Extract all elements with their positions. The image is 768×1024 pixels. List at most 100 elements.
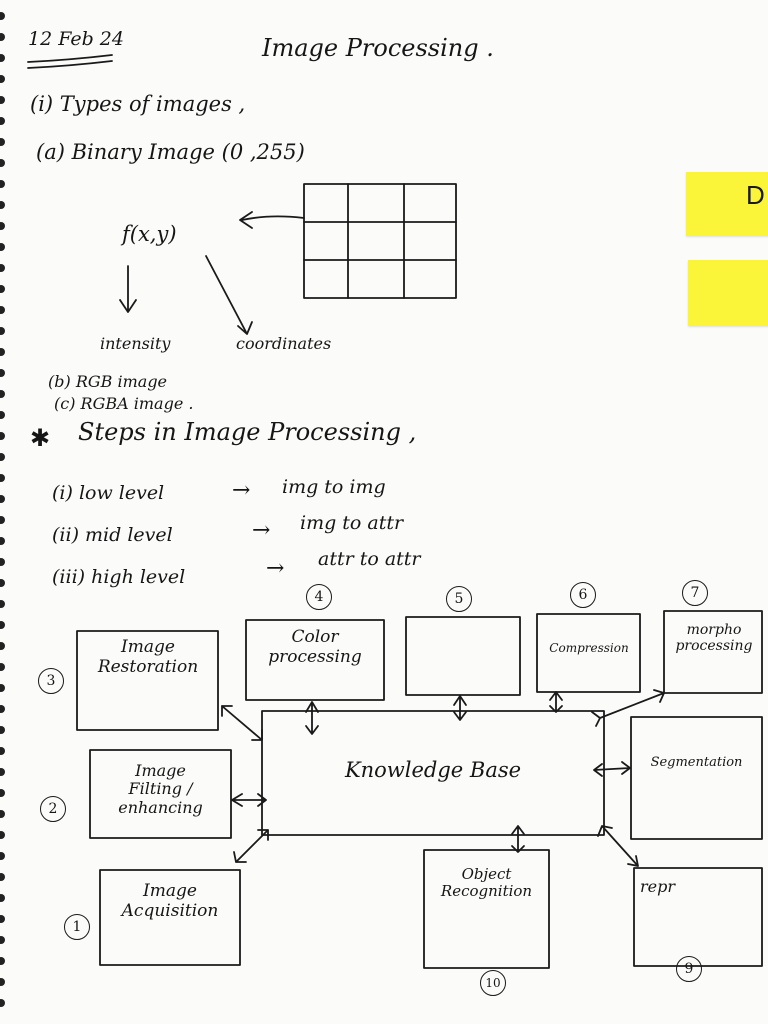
step-number: 5 bbox=[446, 586, 472, 612]
spiral-hole bbox=[0, 852, 5, 860]
arrow-segmentation bbox=[593, 761, 631, 777]
spiral-hole bbox=[0, 873, 5, 881]
box-knowledge bbox=[261, 710, 605, 836]
spiral-hole bbox=[0, 810, 5, 818]
star-bullet: ✱ bbox=[30, 424, 51, 452]
spiral-hole bbox=[0, 432, 5, 440]
spiral-hole bbox=[0, 411, 5, 419]
spiral-hole bbox=[0, 768, 5, 776]
spiral-hole bbox=[0, 705, 5, 713]
spiral-hole bbox=[0, 369, 5, 377]
spiral-hole bbox=[0, 600, 5, 608]
spiral-hole bbox=[0, 180, 5, 188]
spiral-hole bbox=[0, 327, 5, 335]
spiral-hole bbox=[0, 663, 5, 671]
arrow-acquisition bbox=[233, 829, 269, 863]
spiral-hole bbox=[0, 201, 5, 209]
coordinates-label: coordinates bbox=[236, 334, 332, 353]
steps-heading: Steps in Image Processing , bbox=[78, 418, 417, 446]
spiral-hole bbox=[0, 915, 5, 923]
intensity-arrow bbox=[119, 265, 137, 313]
spiral-hole bbox=[0, 264, 5, 272]
spiral-hole bbox=[0, 75, 5, 83]
arrow-restoration bbox=[221, 705, 263, 741]
box-filtering-label: Image Filting / enhancing bbox=[118, 761, 203, 817]
types-heading: (i) Types of images , bbox=[30, 92, 246, 116]
date-underline bbox=[27, 54, 113, 69]
spiral-hole bbox=[0, 999, 5, 1007]
spiral-hole bbox=[0, 138, 5, 146]
spiral-hole bbox=[0, 474, 5, 482]
spiral-hole bbox=[0, 33, 5, 41]
spiral-hole bbox=[0, 537, 5, 545]
arrow-repr bbox=[597, 825, 639, 867]
binary-image-line: (a) Binary Image (0 ,255) bbox=[36, 140, 305, 164]
step-number: 3 bbox=[38, 668, 64, 694]
spiral-hole bbox=[0, 306, 5, 314]
pixel-grid bbox=[303, 183, 457, 299]
box-filtering bbox=[89, 749, 232, 839]
spiral-hole bbox=[0, 978, 5, 986]
step-number: 6 bbox=[570, 582, 596, 608]
box-restoration bbox=[76, 630, 219, 731]
grid-arrow bbox=[239, 211, 305, 229]
rgb-image-line: (b) RGB image bbox=[48, 372, 168, 391]
arrow-color bbox=[305, 701, 319, 735]
spiral-hole bbox=[0, 96, 5, 104]
level-arrow: → bbox=[266, 556, 285, 581]
spiral-hole bbox=[0, 222, 5, 230]
spiral-hole bbox=[0, 747, 5, 755]
function-label: f(x,y) bbox=[122, 222, 177, 246]
step-number: 10 bbox=[480, 970, 506, 996]
spiral-hole bbox=[0, 957, 5, 965]
sticky-note-bottom bbox=[688, 260, 768, 326]
box-recognition-label: Object Recognition bbox=[440, 865, 533, 901]
arrow-blank bbox=[453, 695, 467, 721]
box-compression bbox=[536, 613, 641, 693]
box-acquisition-label: Image Acquisition bbox=[121, 881, 219, 921]
step-number: 4 bbox=[306, 584, 332, 610]
level-arrow: → bbox=[232, 478, 251, 503]
spiral-hole bbox=[0, 894, 5, 902]
box-restoration-label: Image Restoration bbox=[97, 637, 199, 677]
spiral-hole bbox=[0, 495, 5, 503]
arrow-compression bbox=[549, 691, 563, 713]
level-desc: img to img bbox=[282, 476, 386, 498]
box-acquisition bbox=[99, 869, 241, 966]
box-segmentation bbox=[630, 716, 763, 840]
page-date: 12 Feb 24 bbox=[28, 28, 124, 50]
spiral-hole bbox=[0, 789, 5, 797]
level-desc: attr to attr bbox=[318, 548, 421, 570]
step-number: 7 bbox=[682, 580, 708, 606]
box-recognition bbox=[423, 849, 550, 969]
spiral-hole bbox=[0, 117, 5, 125]
spiral-hole bbox=[0, 726, 5, 734]
rgba-image-line: (c) RGBA image . bbox=[54, 394, 194, 413]
box-repr-label: repr bbox=[640, 877, 676, 896]
arrow-recognition bbox=[511, 825, 525, 853]
level-arrow: → bbox=[252, 518, 271, 543]
spiral-hole bbox=[0, 831, 5, 839]
spiral-hole bbox=[0, 285, 5, 293]
level-label: (iii) high level bbox=[52, 566, 186, 588]
spiral-hole bbox=[0, 936, 5, 944]
level-label: (i) low level bbox=[52, 482, 165, 504]
step-number: 1 bbox=[64, 914, 90, 940]
spiral-hole bbox=[0, 12, 5, 20]
coordinates-arrow bbox=[205, 255, 253, 335]
box-color bbox=[245, 619, 385, 701]
spiral-hole bbox=[0, 684, 5, 692]
spiral-hole bbox=[0, 621, 5, 629]
page-title: Image Processing . bbox=[262, 34, 494, 62]
sticky-note-letter: D bbox=[746, 180, 765, 210]
spiral-hole bbox=[0, 516, 5, 524]
box-morpho bbox=[663, 610, 763, 694]
arrow-morpho bbox=[591, 689, 665, 727]
box-compression-label: Compression bbox=[549, 641, 629, 655]
spiral-hole bbox=[0, 579, 5, 587]
box-knowledge-label: Knowledge Base bbox=[344, 758, 522, 782]
step-number: 9 bbox=[676, 956, 702, 982]
spiral-hole bbox=[0, 558, 5, 566]
spiral-hole bbox=[0, 453, 5, 461]
